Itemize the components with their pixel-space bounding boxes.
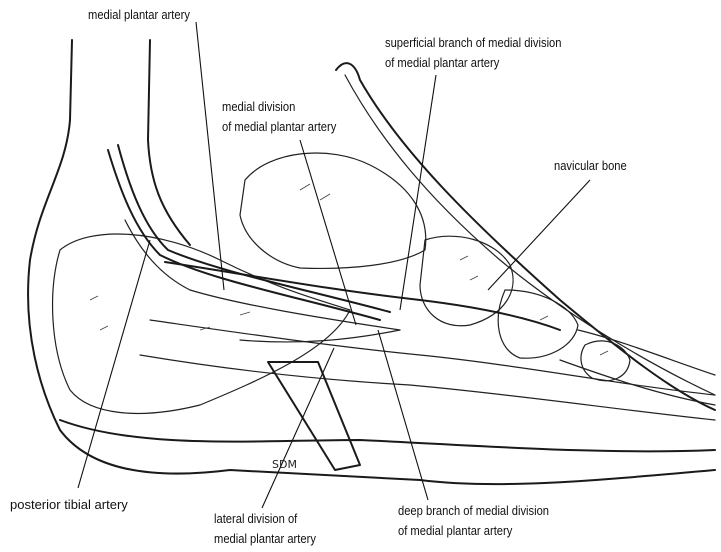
- bone-hatching: [90, 184, 608, 355]
- leader-posterior-tibial: [78, 240, 150, 488]
- label-deep-branch-line2: of medial plantar artery: [398, 522, 512, 540]
- label-medial-division-line1: medial division: [222, 98, 295, 116]
- label-superficial-branch-line1: superficial branch of medial division: [385, 34, 561, 52]
- artist-signature: SDM: [272, 458, 297, 471]
- sole-outline: [60, 420, 715, 451]
- leg-anterior-outline: [148, 40, 190, 245]
- cuneiform-bone: [498, 290, 578, 358]
- talus-bone: [240, 153, 426, 268]
- label-medial-plantar-artery: medial plantar artery: [88, 6, 190, 24]
- label-lateral-division-line1: lateral division of: [214, 510, 297, 528]
- leg-posterior-outline: [28, 40, 715, 484]
- label-superficial-branch-line2: of medial plantar artery: [385, 54, 499, 72]
- label-medial-division-line2: of medial plantar artery: [222, 118, 336, 136]
- medial-division-vessel: [165, 262, 560, 330]
- leader-medial-plantar-artery: [196, 22, 224, 290]
- calcaneus-bone: [53, 234, 350, 413]
- posterior-tibial-artery-vessel: [108, 150, 380, 320]
- dorsum-inner-outline: [345, 75, 715, 395]
- label-navicular-bone: navicular bone: [554, 157, 627, 175]
- label-lateral-division-line2: medial plantar artery: [214, 530, 316, 548]
- label-deep-branch-line1: deep branch of medial division: [398, 502, 549, 520]
- label-posterior-tibial-artery: posterior tibial artery: [10, 496, 128, 514]
- leader-navicular: [488, 180, 590, 290]
- metatarsal-head: [581, 341, 630, 381]
